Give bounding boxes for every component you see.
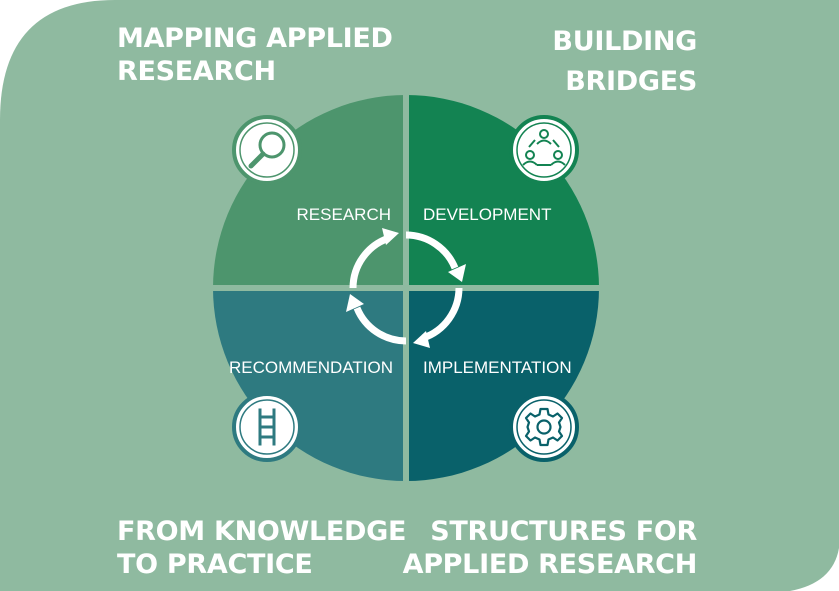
title-structures-for-applied-research: STRUCTURES FOR APPLIED RESEARCH	[402, 516, 698, 580]
title-mapping-applied-research: MAPPING APPLIED RESEARCH	[117, 23, 393, 87]
title-building-bridges: BUILDING BRIDGES	[552, 26, 697, 97]
quadrant-research	[213, 95, 406, 288]
cycle-arrows-icon	[346, 228, 466, 348]
quadrant-development	[406, 95, 599, 288]
quadrant-dividers	[206, 88, 606, 488]
label-recommendation: RECOMMENDATION	[229, 358, 393, 377]
label-research: RESEARCH	[297, 205, 391, 224]
ladder-icon	[232, 392, 302, 462]
quadrant-recommendation	[213, 288, 406, 481]
gear-icon	[509, 392, 579, 462]
label-implementation: IMPLEMENTATION	[423, 358, 572, 377]
label-development: DEVELOPMENT	[423, 205, 551, 224]
people-network-icon	[509, 115, 579, 185]
quadrant-implementation	[406, 288, 599, 481]
title-from-knowledge-to-practice: FROM KNOWLEDGE TO PRACTICE	[117, 516, 407, 580]
magnifier-icon	[232, 115, 302, 185]
